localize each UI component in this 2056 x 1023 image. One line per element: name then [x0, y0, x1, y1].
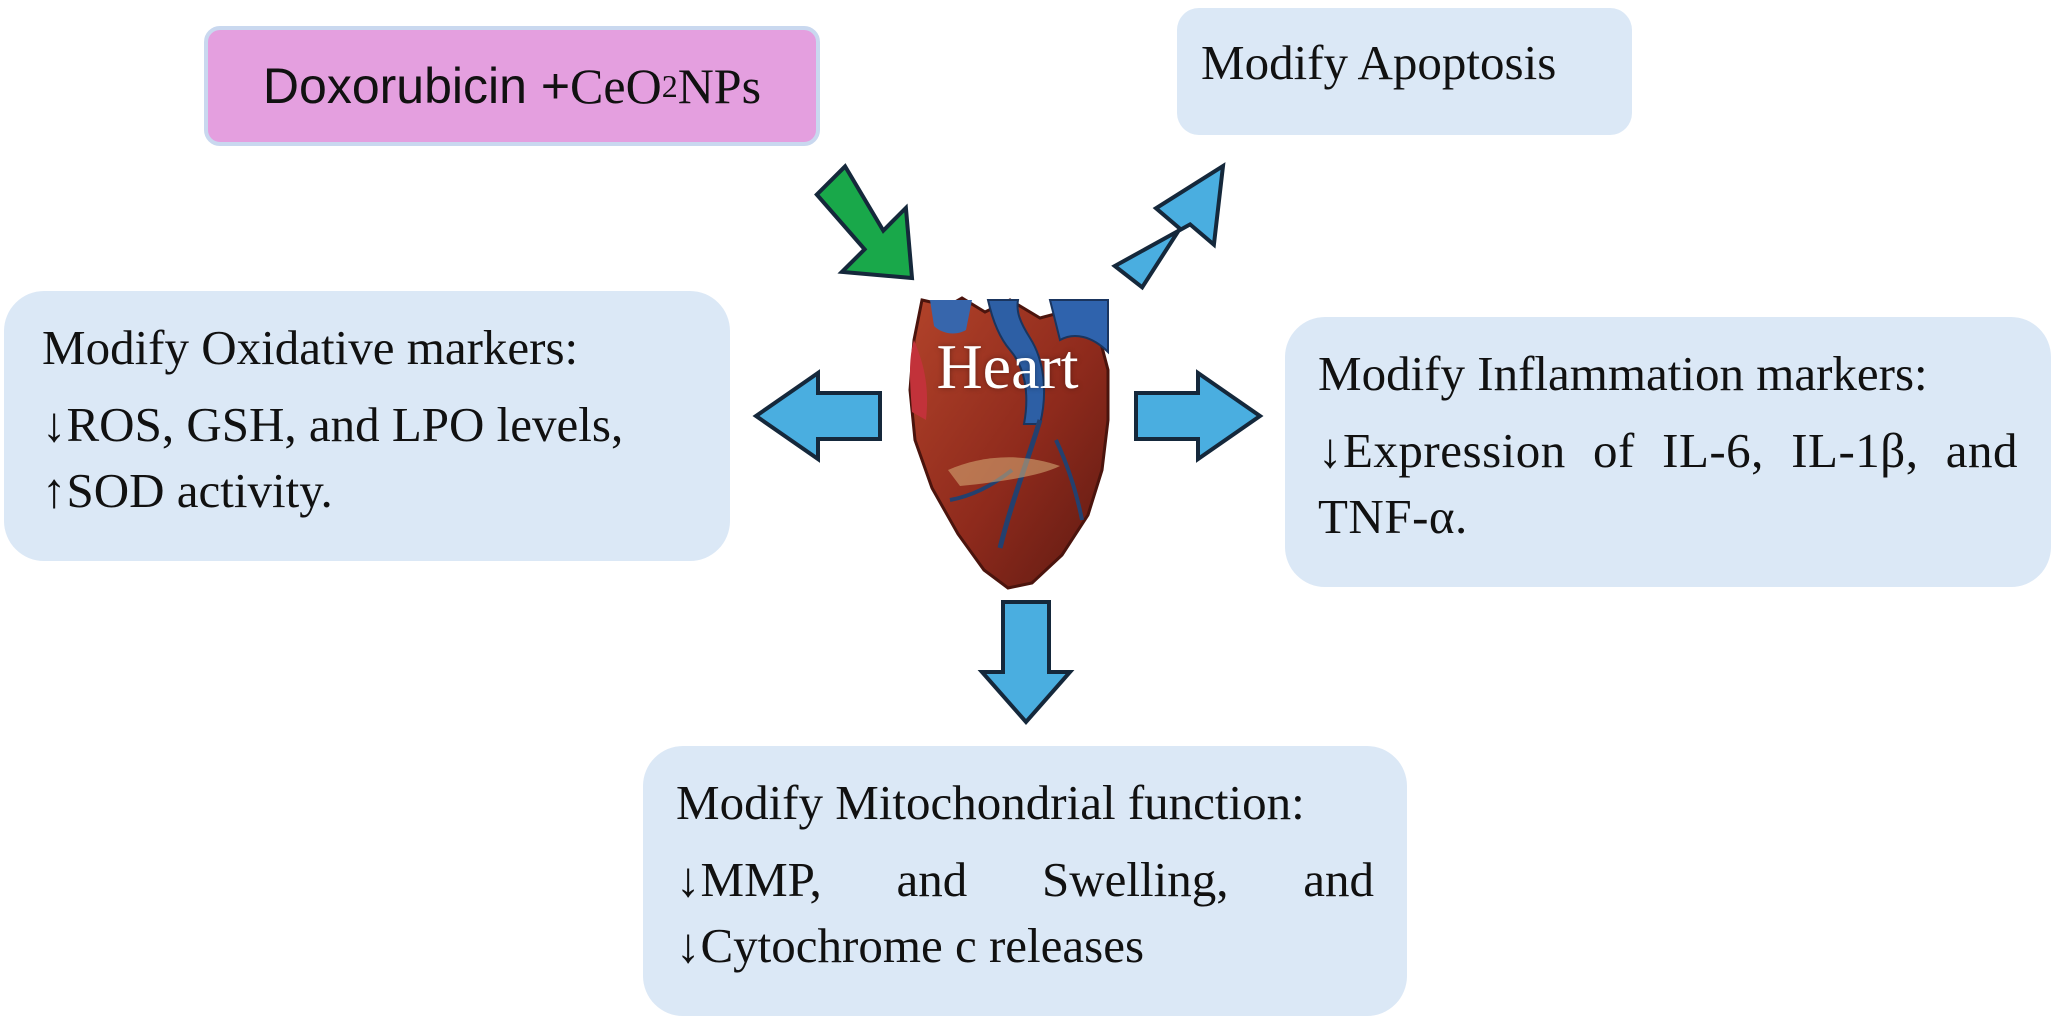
oxidative-line-1: ↓ROS, GSH, and LPO levels, [42, 396, 624, 452]
oxidative-title: Modify Oxidative markers: [42, 320, 579, 375]
drug-label-compound: CeO [570, 58, 662, 114]
mitochondrial-body: ↓MMP, and Swelling, and ↓Cytochrome c re… [676, 851, 1374, 973]
drug-label-tail: NPs [677, 58, 762, 114]
mitochondrial-title: Modify Mitochondrial function: [676, 775, 1305, 830]
inflammation-markers-box: Modify Inflammation markers: ↓Expression… [1285, 317, 2051, 587]
drug-label-main: Doxorubicin + [262, 58, 571, 114]
oxidative-body: ↓ROS, GSH, and LPO levels, ↑SOD activity… [42, 392, 692, 524]
arrow-to-mitochondrial [977, 600, 1075, 726]
arrow-to-apoptosis [1111, 162, 1226, 291]
apoptosis-box: Modify Apoptosis [1177, 8, 1632, 135]
heart-vessel-top [930, 300, 972, 334]
drug-label-subscript: 2 [661, 67, 678, 104]
heart-label: Heart [936, 331, 1079, 402]
apoptosis-title: Modify Apoptosis [1201, 35, 1557, 90]
inflammation-title: Modify Inflammation markers: [1318, 346, 1928, 401]
heart-coronary-3 [1054, 439, 1084, 521]
arrow-to-inflammation [1134, 369, 1264, 463]
mitochondrial-function-box: Modify Mitochondrial function: ↓MMP, and… [643, 746, 1407, 1016]
green-input-arrow [814, 163, 915, 281]
inflammation-body: ↓Expression of IL-6, IL-1β, and TNF-α. [1318, 422, 2018, 544]
heart-vessel-left [910, 340, 928, 420]
heart-pulmonary-artery [1048, 299, 1109, 355]
heart-coronary-1 [997, 419, 1043, 549]
oxidative-markers-box: Modify Oxidative markers: ↓ROS, GSH, and… [4, 291, 730, 561]
arrow-to-oxidative [752, 369, 882, 463]
heart-illustration [908, 296, 1110, 590]
heart-fat-band [948, 457, 1060, 486]
oxidative-line-2: ↑SOD activity. [42, 462, 333, 518]
